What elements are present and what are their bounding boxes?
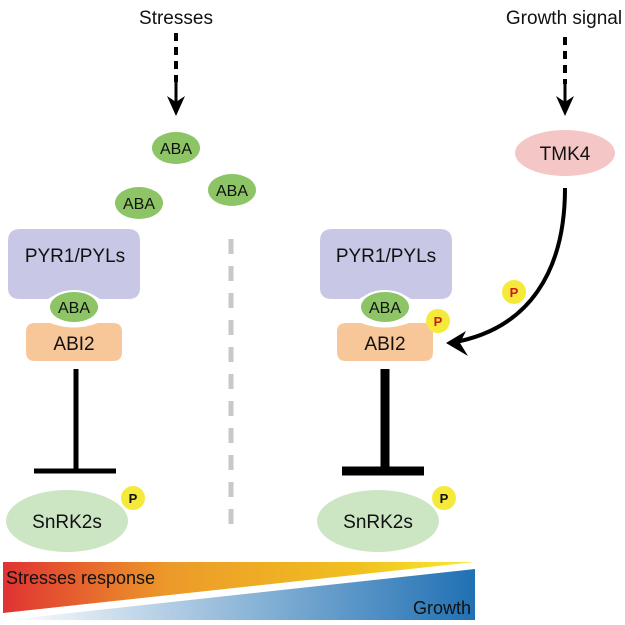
svg-text:ABI2: ABI2 [364,334,405,355]
phospho-badge-abi2-right: P [426,309,450,333]
svg-text:P: P [510,285,519,300]
svg-text:PYR1/PYLs: PYR1/PYLs [25,246,125,267]
svg-text:ABA: ABA [216,183,248,200]
svg-text:ABI2: ABI2 [53,334,94,355]
snrk2s-kinase-right: SnRK2s [317,490,439,552]
stress-response-gradient: Stresses response [3,562,475,613]
svg-text:P: P [129,491,138,506]
svg-text:TMK4: TMK4 [540,144,591,165]
aba-molecule-left: ABA [115,187,163,219]
pyr1-pyls-receptor-left: PYR1/PYLs [8,229,140,299]
stresses-label: Stresses [139,8,213,29]
svg-text:SnRK2s: SnRK2s [343,512,413,533]
svg-text:SnRK2s: SnRK2s [32,512,102,533]
phospho-badge-snrk2s-left: P [121,486,145,510]
phosphorylation-arrow [446,187,567,356]
snrk2s-kinase-left: SnRK2s [6,490,128,552]
stress-response-label: Stresses response [6,568,155,588]
svg-text:ABA: ABA [58,300,90,317]
growth-signal-label: Growth signal [506,8,622,29]
svg-text:ABA: ABA [369,300,401,317]
aba-molecule-top: ABA [152,132,200,164]
stresses-arrow [167,33,185,116]
growth-gradient: Growth [6,569,475,620]
abi2-phosphatase-left: ABI2 [26,323,122,361]
svg-text:ABA: ABA [160,141,192,158]
aba-bound-right: ABA [358,290,412,324]
abi2-phosphatase-right: ABI2 [337,323,433,361]
phospho-badge-transfer: P [502,280,526,304]
svg-text:P: P [434,314,443,329]
growth-label: Growth [413,598,471,618]
aba-bound-left: ABA [47,290,101,324]
phospho-badge-snrk2s-right: P [432,486,456,510]
aba-molecule-right: ABA [208,174,256,206]
growth-signal-arrow [556,37,574,116]
svg-text:PYR1/PYLs: PYR1/PYLs [336,246,436,267]
tmk4-kinase: TMK4 [515,130,615,176]
svg-text:P: P [440,491,449,506]
pyr1-pyls-receptor-right: PYR1/PYLs [320,229,452,299]
svg-text:ABA: ABA [123,196,155,213]
inhibition-bar-right [342,369,424,476]
inhibition-bar-left [34,369,116,474]
